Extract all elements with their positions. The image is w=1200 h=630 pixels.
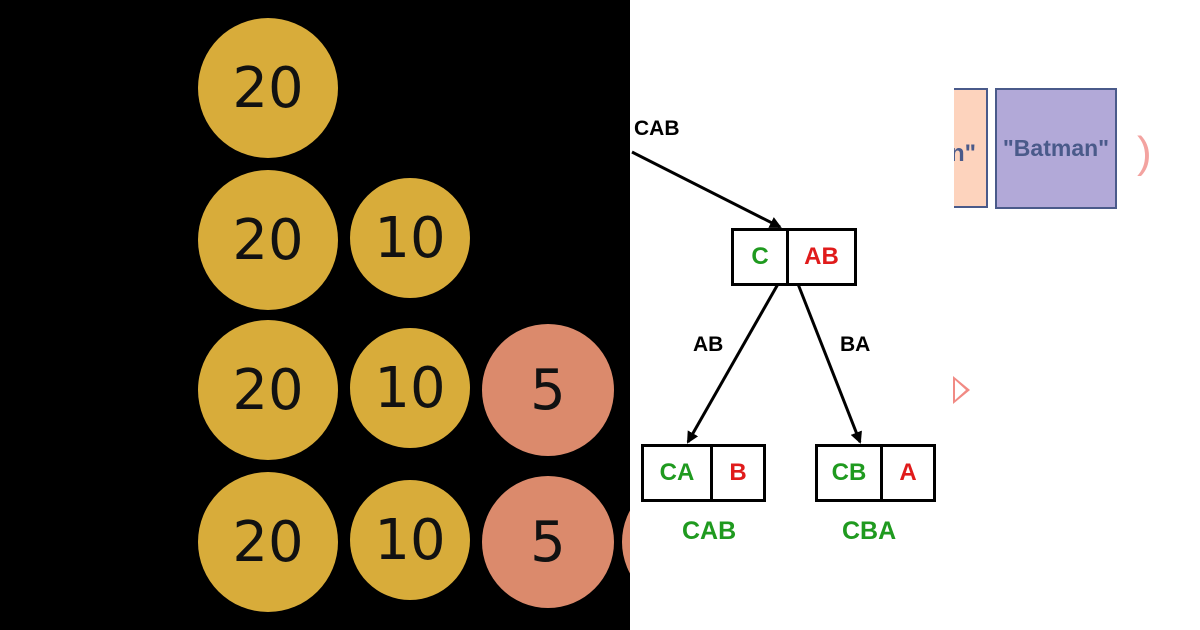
left-child-node: CA B <box>641 444 766 502</box>
right-child-fixed-cell: CB <box>818 447 883 499</box>
coin-10: 10 <box>350 178 470 298</box>
right-child-node: CB A <box>815 444 936 502</box>
root-node: C AB <box>731 228 857 286</box>
left-edge-label: AB <box>693 333 724 356</box>
coin-panel: 20 20 10 20 10 5 20 10 5 <box>0 0 630 630</box>
coin-20: 20 <box>198 320 338 460</box>
close-paren: ) <box>1137 128 1152 177</box>
list-item-partial-text: n" <box>954 140 976 167</box>
list-item-batman-text: "Batman" <box>1002 135 1110 161</box>
left-child-fixed-cell: CA <box>644 447 713 499</box>
tree-edges <box>631 150 862 444</box>
coin-20: 20 <box>198 170 338 310</box>
coin-10: 10 <box>350 480 470 600</box>
right-child-result: CBA <box>842 517 897 545</box>
list-item-batman: "Batman" <box>995 88 1117 209</box>
left-child-rest-cell: B <box>729 459 747 486</box>
right-edge-label: BA <box>840 333 871 356</box>
play-triangle-icon-inner <box>955 380 966 400</box>
left-edge-arrow <box>686 283 780 444</box>
coin-partial <box>622 476 630 608</box>
root-fixed-cell: C <box>734 231 789 283</box>
left-child-result: CAB <box>682 517 737 545</box>
coin-10: 10 <box>350 328 470 448</box>
coin-20: 20 <box>198 472 338 612</box>
right-edge-arrow <box>796 283 862 444</box>
coin-5: 5 <box>482 476 614 608</box>
root-label: CAB <box>634 117 680 140</box>
list-item-partial: n" <box>954 88 988 208</box>
right-child-rest-cell: A <box>899 459 917 486</box>
root-incoming-arrow <box>631 150 782 229</box>
coin-20: 20 <box>198 18 338 158</box>
coin-5: 5 <box>482 324 614 456</box>
root-rest-cell: AB <box>804 243 839 270</box>
